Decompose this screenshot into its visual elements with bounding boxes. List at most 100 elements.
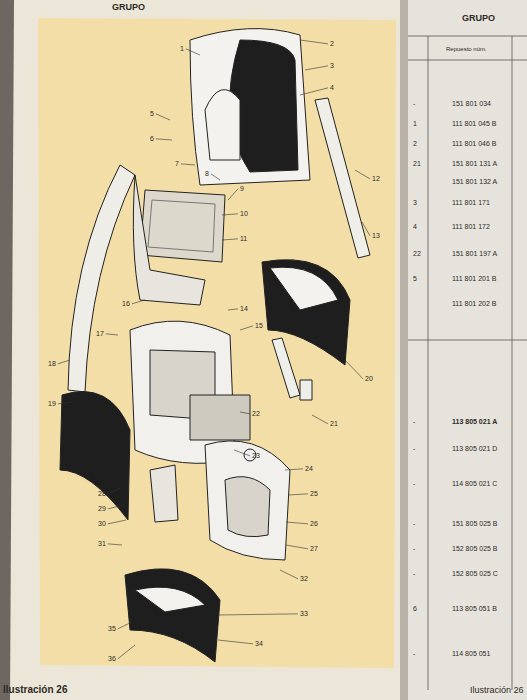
leader-line [211,174,220,180]
group-heading: GRUPO [112,3,145,13]
callout-number: 35 [108,625,116,633]
leader-line [286,522,308,524]
quantity-cell: 3 [413,199,417,207]
callout-number: 9 [240,185,244,193]
part-number: 152 805 025 C [452,570,498,578]
illustration-caption: Ilustración 26 [470,686,524,696]
leader-line [132,300,145,304]
callout-number: 32 [300,575,308,583]
callout-number: 7 [175,160,179,168]
callout-number: 31 [98,540,106,548]
callout-number: 17 [96,330,104,338]
leader-line [222,239,238,240]
callout-number: 25 [310,490,318,498]
quantity-cell: 21 [413,160,421,168]
illustration-caption: Ilustración 26 [3,684,67,695]
quantity-cell: 22 [413,250,421,258]
leader-line [300,40,328,44]
quantity-cell: 4 [413,223,417,231]
leader-line [312,415,328,424]
leader-line [108,488,120,494]
callout-number: 29 [98,505,106,513]
callout-number: 16 [122,300,130,308]
callout-number: 1 [180,45,184,53]
part-number: 111 801 172 [452,223,490,231]
part-number: 111 801 201 B [452,275,497,283]
callout-number: 21 [330,420,338,428]
quantity-cell: - [413,418,415,426]
leader-line [355,170,370,179]
leader-line [118,645,135,659]
leader-line [240,412,250,414]
part-number: 151 801 034 [452,100,491,108]
callout-number: 10 [240,210,248,218]
callout-number: 12 [372,175,380,183]
leader-line [240,326,253,330]
part-number: 111 801 202 B [452,300,497,308]
column-header: Repuesto núm. [446,46,487,53]
callout-number: 20 [365,375,373,383]
callout-number: 28 [98,490,106,498]
callout-number: 24 [305,465,313,473]
callout-number: 30 [98,520,106,528]
part-number: 114 805 051 [452,650,490,658]
callout-number: 34 [255,640,263,648]
quantity-cell: - [413,570,415,578]
leader-line [156,114,170,120]
leader-line [234,450,250,456]
callout-number: 36 [108,655,116,663]
leader-line [156,139,172,140]
part-number: 151 801 131 A [452,160,497,168]
callout-number: 33 [300,610,308,618]
callout-number: 4 [330,84,334,92]
callout-number: 18 [48,360,56,368]
part-number: 113 805 021 D [452,445,497,453]
callout-number: 11 [240,235,247,243]
callout-number: 23 [252,452,260,460]
callout-number: 13 [372,232,380,240]
leader-line [108,520,126,524]
leader-line [280,570,298,579]
leader-line [228,309,238,310]
part-number: 111 801 171 [452,199,490,207]
callout-number: 19 [48,400,56,408]
group-heading: GRUPO [462,14,495,24]
part-number: 111 801 045 B [452,120,497,128]
leader-line [228,189,238,200]
quantity-cell: - [413,650,415,658]
callout-number: 2 [330,40,334,48]
callout-number: 8 [205,170,209,178]
callout-number: 3 [330,62,334,70]
quantity-cell: - [413,445,415,453]
part-number: 152 805 025 B [452,545,498,553]
leader-line [288,494,308,495]
callout-number: 6 [150,135,154,143]
part-number: 151 801 197 A [452,250,497,258]
leader-line [345,360,363,379]
leader-line [108,505,124,509]
part-number: 114 805 021 C [452,480,497,488]
leader-line [181,164,195,165]
leader-line [286,545,308,549]
leader-line [218,640,253,644]
leader-line [285,469,303,470]
leader-line [362,222,370,236]
leader-line [186,49,200,55]
leader-line [108,544,122,545]
part-number: 113 805 051 B [452,605,497,613]
callout-number: 26 [310,520,318,528]
callout-number: 14 [240,305,248,313]
callout-number: 5 [150,110,154,118]
quantity-cell: 6 [413,605,417,613]
part-number: 111 801 046 B [452,140,497,148]
quantity-cell: - [413,545,415,553]
leader-line [106,334,118,335]
quantity-cell: 1 [413,120,417,128]
callout-number: 15 [255,322,263,330]
leader-line [58,402,72,404]
leader-line [58,360,70,364]
leader-line [305,66,328,70]
leader-line [218,614,298,615]
